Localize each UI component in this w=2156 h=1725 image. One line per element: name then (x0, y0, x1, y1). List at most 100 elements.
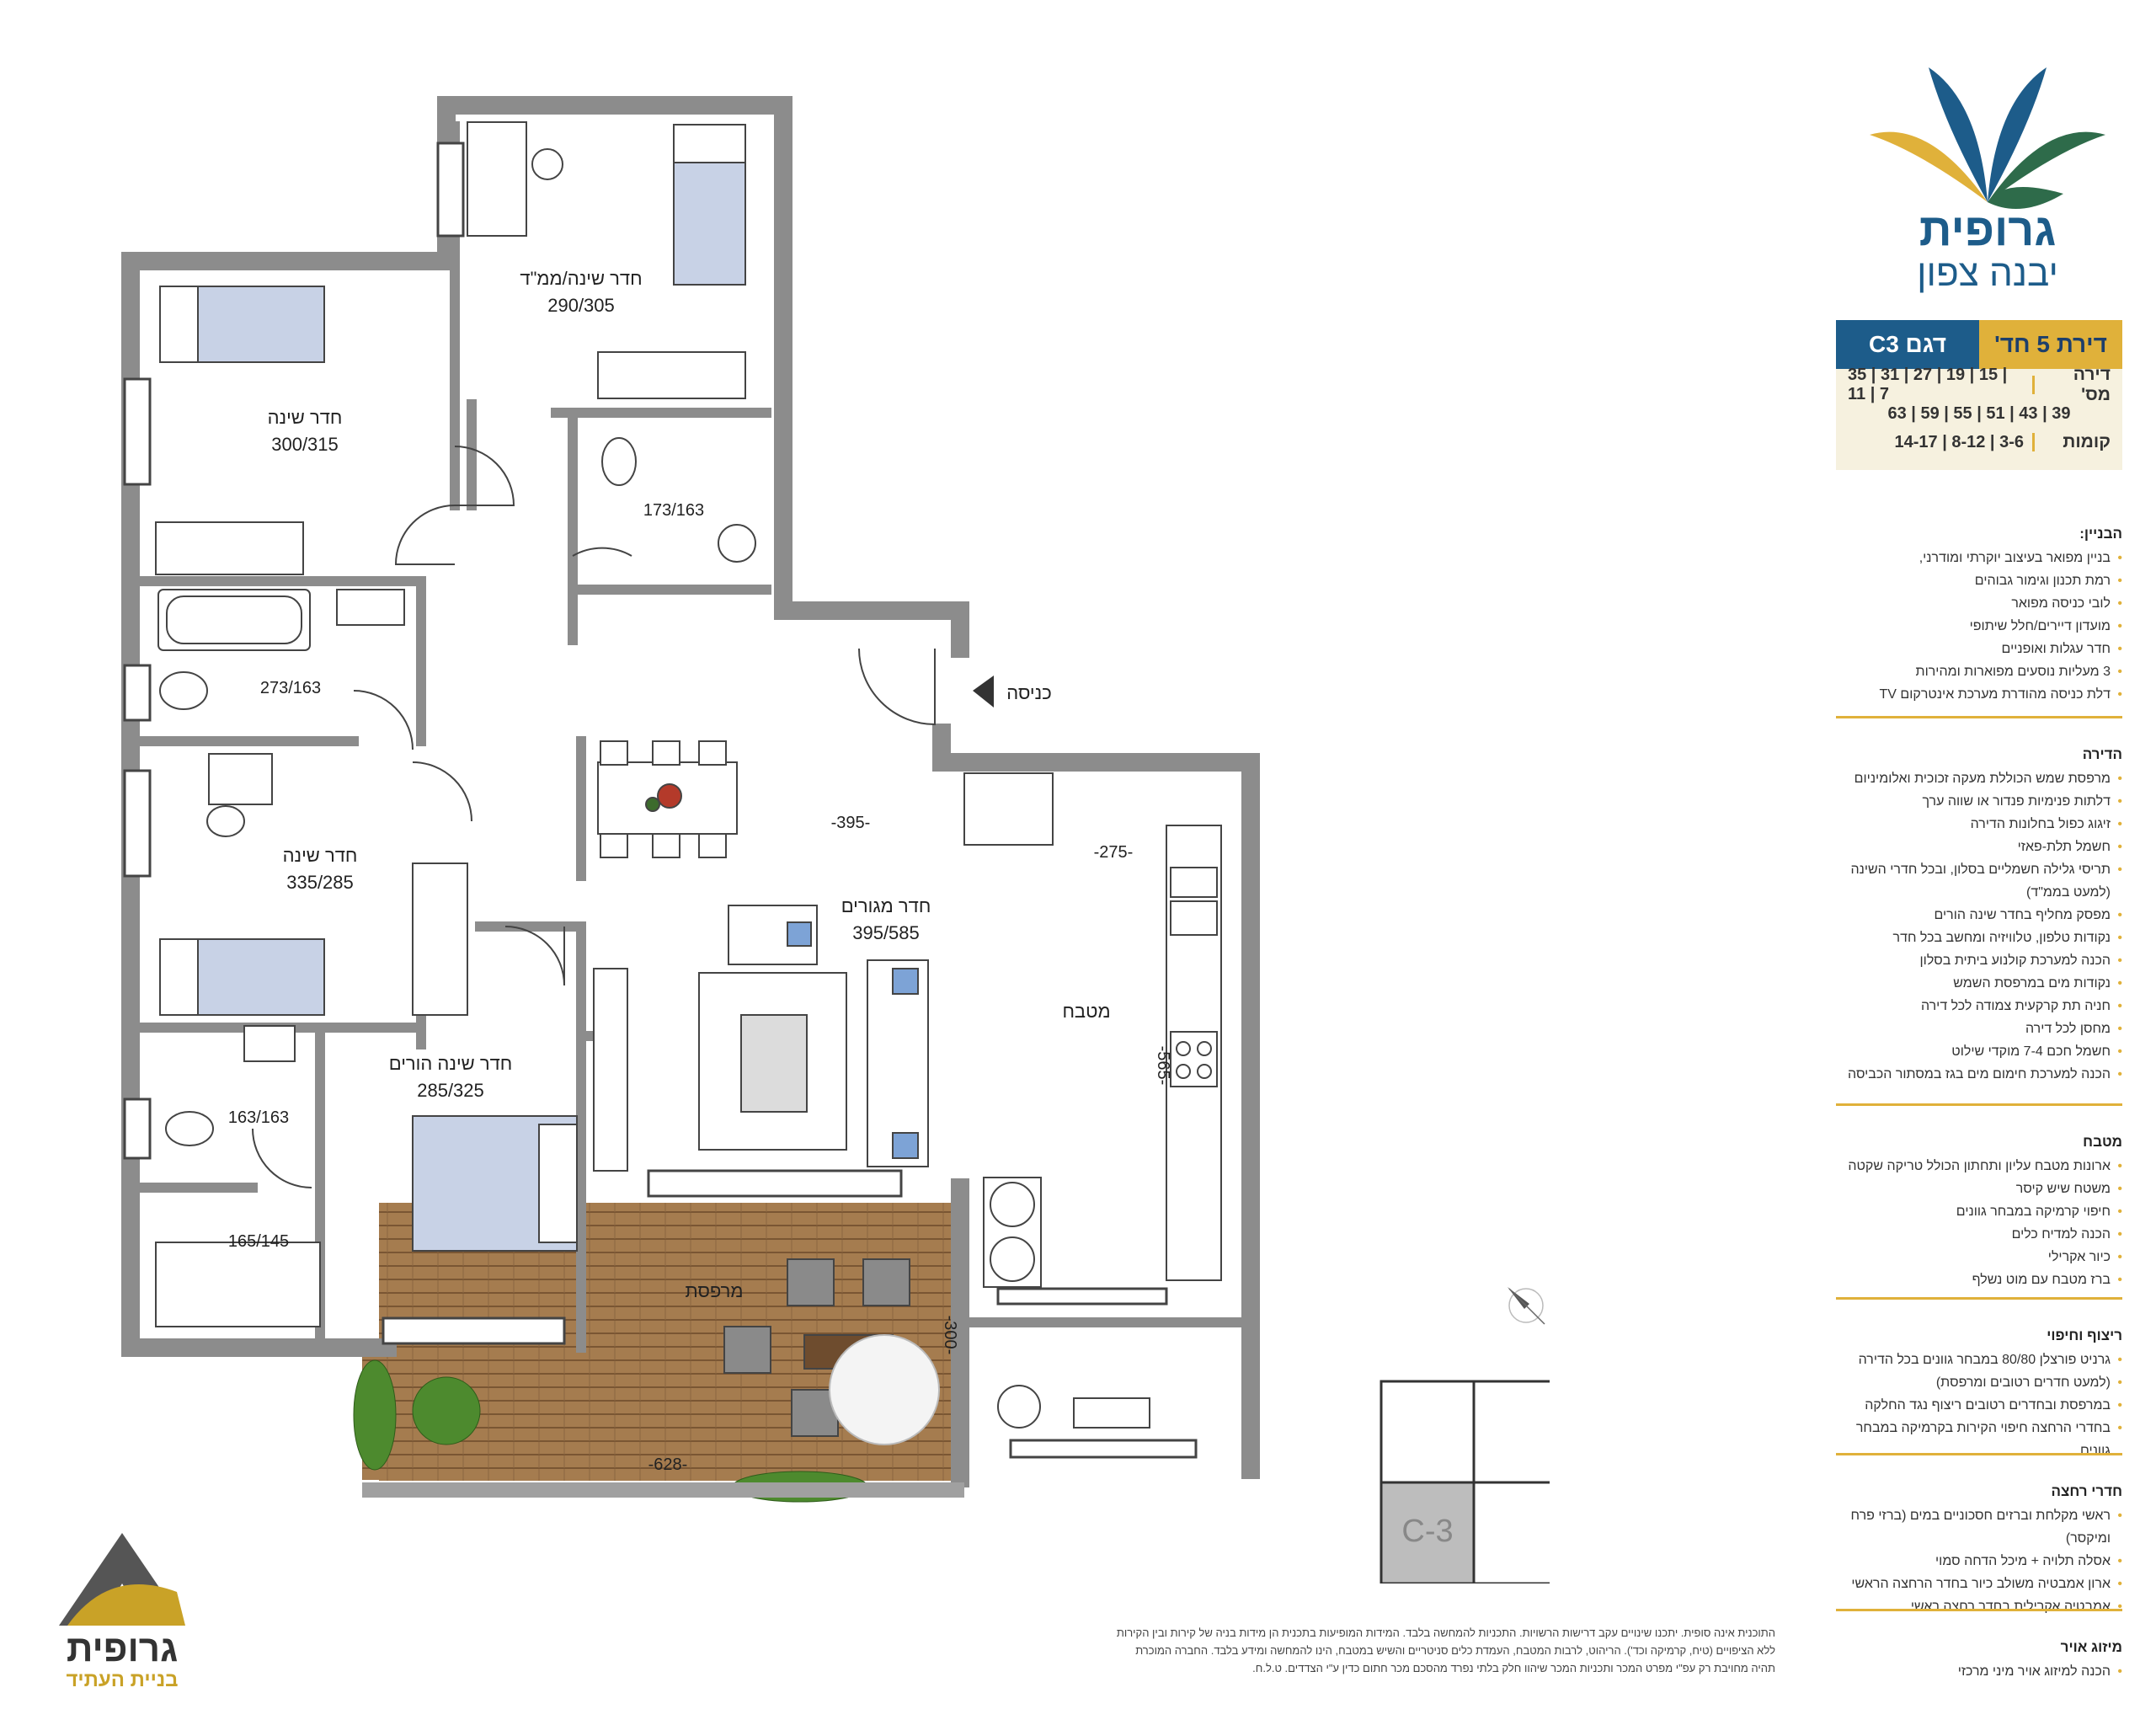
spec-item: לובי כניסה מפואר (1836, 592, 2122, 615)
balcony-furniture (723, 1258, 940, 1445)
spec-item: נקודות מים במרפסת השמש (1836, 972, 2122, 995)
separator (2032, 433, 2035, 451)
spec-building: הבניין: בניין מפואר בעיצוב יוקרתי ומודרנ… (1836, 522, 2122, 706)
spec-kitchen-title: מטבח (2083, 1134, 2122, 1150)
dim-275: -275- (1094, 843, 1134, 862)
spec-apartment-title: הדירה (2082, 746, 2122, 762)
spec-flooring-title: ריצוף וחיפוי (2047, 1327, 2122, 1343)
spec-flooring: ריצוף וחיפוי גרניט פורצלן 80/80 במבחר גו… (1836, 1324, 2122, 1462)
spec-bath-list: ראשי מקלחת וברזים חסכוניים במים (ברזי פר… (1836, 1504, 2122, 1618)
spec-building-list: בניין מפואר בעיצוב יוקרתי ומודרני,רמת תכ… (1836, 547, 2122, 706)
spec-item: בניין מפואר בעיצוב יוקרתי ומודרני, (1836, 547, 2122, 569)
separator (2032, 376, 2035, 394)
interior-walls (138, 121, 771, 1353)
spec-item: מחסן לכל דירה (1836, 1017, 2122, 1040)
wardrobes (155, 351, 746, 1327)
spec-item: משטח שיש קיסר (1836, 1178, 2122, 1200)
spec-ac: מיזוג אויר הכנה למיזוג אויר מיני מרכזי (1836, 1636, 2122, 1683)
apartment-numbers-row2: 63 | 59 | 55 | 51 | 43 | 39 (1887, 403, 2071, 423)
disclaimer: התוכנית אינה סופית. יתכנו שינויים עקב דר… (1116, 1626, 1775, 1674)
divider (1836, 1297, 2122, 1300)
spec-item: ארונות מטבח עליון ותחתון הכולל טריקה שקט… (1836, 1155, 2122, 1178)
doors (252, 446, 936, 1188)
dim-565: -565- (1154, 1046, 1172, 1086)
spec-item: במרפסת ובחדרים רטובים ריצוף נגד החלקה (1836, 1394, 2122, 1417)
spec-item: נקודות טלפון, טלוויזיה ומחשב בכל חדר (1836, 927, 2122, 949)
floors-label: קומות (2063, 432, 2111, 451)
key-plan: C-3 (1380, 1380, 1550, 1583)
spec-item: רמת תכנון וגימור גבוהים (1836, 569, 2122, 592)
apartment-numbers-row2-wrap: 63 | 59 | 55 | 51 | 43 | 39 (1836, 401, 2122, 426)
spec-item: דלת כניסה מהודרת מערכת אינטרקום TV (1836, 683, 2122, 706)
brand-name-line2: יבנה צפון (1917, 253, 2058, 294)
dim-628: -628- (648, 1455, 688, 1474)
spec-item: חיפוי קרמיקה במבחר גוונים (1836, 1200, 2122, 1223)
spec-item: מפסק מחליף בחדר שינה הורים (1836, 904, 2122, 927)
spec-bath: חדרי רחצה ראשי מקלחת וברזים חסכוניים במי… (1836, 1480, 2122, 1618)
beds (159, 124, 746, 1252)
ensuite-dim: 163/163 (228, 1108, 289, 1127)
model-header: דירת 5 חד' דגם C3 (1836, 320, 2122, 369)
mamad-name: חדר שינה/ממ"ד (520, 268, 642, 289)
spec-item: הכנה למערכת חימום מים בגז במסתור הכביסה (1836, 1063, 2122, 1086)
spec-item: 3 מעליות נוסעים מפוארות ומהירות (1836, 660, 2122, 683)
spec-item: ארון אמבטיה משולב כיור בחדר הרחצה הראשי (1836, 1573, 2122, 1595)
apartment-numbers-row1: 35 | 31 | 27 | 19 | 15 | 11 | 7 (1848, 366, 2008, 403)
bed2-dim: 335/285 (286, 872, 354, 893)
spec-item: כיור אקרילי (1836, 1246, 2122, 1268)
spec-apartment-list: מרפסת שמש הכוללת מעקה זכוכית ואלומיניוםד… (1836, 767, 2122, 1086)
dim-300: -300- (941, 1316, 959, 1355)
side-panel: גרופית יבנה צפון דירת 5 חד' דגם C3 דירה … (1836, 51, 2139, 1718)
plants (353, 1359, 964, 1503)
brand-name: גרופית יבנה צפון (1836, 206, 2139, 294)
floor-plan: חדר שינה/ממ"ד 290/305 חדר שינה 300/315 1… (121, 96, 1260, 1503)
divider (1836, 1609, 2122, 1611)
divider (1836, 716, 2122, 718)
spec-item: הכנה למדיח כלים (1836, 1223, 2122, 1246)
spec-item: (למעט חדרים רטובים ומרפסת) (1836, 1371, 2122, 1394)
master-dim: 285/325 (417, 1080, 484, 1101)
bath1-dim: 273/163 (260, 679, 321, 697)
spec-item: חדר עגלות ואופניים (1836, 638, 2122, 660)
model-code: דגם C3 (1836, 320, 1979, 369)
bath-fixtures (157, 437, 756, 1146)
spec-item: חשמל תלת-פאזי (1836, 836, 2122, 858)
spec-apartment: הדירה מרפסת שמש הכוללת מעקה זכוכית ואלומ… (1836, 743, 2122, 1086)
mamad-dim: 290/305 (547, 295, 615, 316)
spec-building-title: הבניין: (2079, 526, 2122, 542)
spec-ac-list: הכנה למיזוג אויר מיני מרכזי (1836, 1660, 2122, 1683)
bottom-logo: גרופית בניית העתיד (42, 1533, 202, 1701)
spec-item: דלתות פנימיות פנדור או שווה ערך (1836, 790, 2122, 813)
brand-name-line1: גרופית (1919, 205, 2057, 255)
model-info: דירה מס' 35 | 31 | 27 | 19 | 15 | 11 | 7… (1836, 365, 2122, 470)
master-name: חדר שינה הורים (389, 1053, 513, 1074)
compass-icon (1508, 1287, 1545, 1325)
spec-item: מועדון דיירים/חלל שיתופי (1836, 615, 2122, 638)
spec-flooring-list: גרניט פורצלן 80/80 במבחר גוונים בכל הדיר… (1836, 1348, 2122, 1462)
divider (1836, 1103, 2122, 1106)
dim-395: -395- (831, 814, 871, 832)
desks (467, 121, 563, 237)
windows (123, 142, 1198, 1459)
balcony-name: מרפסת (685, 1280, 743, 1301)
bed1-dim: 300/315 (271, 434, 339, 455)
spec-item: ברז מטבח עם מוט נשלף (1836, 1268, 2122, 1291)
bed2-name: חדר שינה (283, 845, 358, 866)
spec-item: הכנה למיזוג אויר מיני מרכזי (1836, 1660, 2122, 1683)
kitchen-fixtures (963, 772, 1222, 1429)
spec-item: חשמל חכם 7-4 מוקדי שילוט (1836, 1040, 2122, 1063)
living-name: חדר מגורים (841, 895, 931, 916)
spec-ac-title: מיזוג אויר (2060, 1639, 2122, 1655)
bottom-logo-slogan: בניית העתיד (66, 1669, 179, 1691)
spec-item: חניה תת קרקעית צמודה לכל דירה (1836, 995, 2122, 1017)
wc1-dim: 173/163 (643, 501, 704, 520)
laundry-dim: 165/145 (228, 1232, 289, 1251)
floors-value: 14-17 | 8-12 | 3-6 (1894, 432, 2024, 451)
bed1-name: חדר שינה (268, 407, 343, 428)
entrance-arrow (973, 676, 994, 708)
spec-item: ראשי מקלחת וברזים חסכוניים במים (ברזי פר… (1836, 1504, 2122, 1550)
spec-item: זיגוג כפול בחלונות הדירה (1836, 813, 2122, 836)
kitchen-name: מטבח (1062, 1001, 1110, 1022)
bottom-logo-name: גרופית (66, 1628, 179, 1669)
spec-bath-title: חדרי רחצה (2051, 1483, 2122, 1499)
